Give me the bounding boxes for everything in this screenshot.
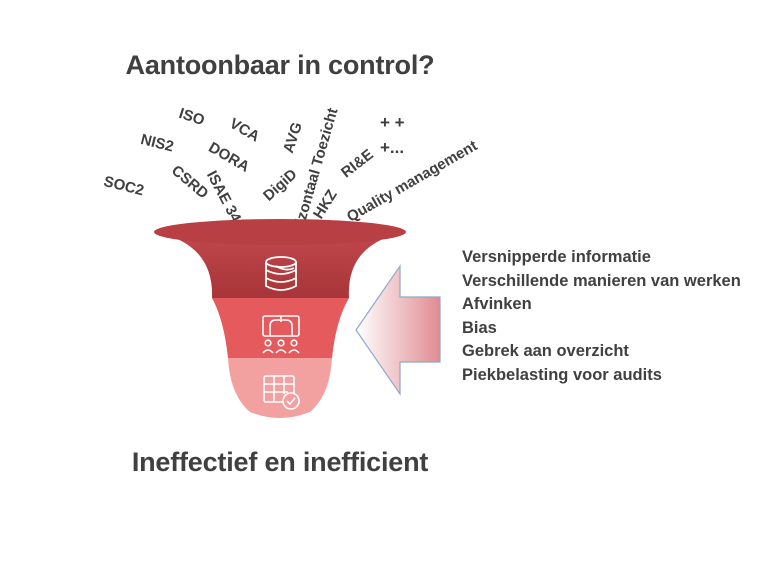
issue-item: Afvinken — [462, 295, 532, 313]
bottom-title: Ineffectief en inefficient — [131, 447, 429, 477]
database-icon — [265, 256, 297, 291]
issue-item: Piekbelasting voor audits — [462, 365, 662, 384]
issue-item: Versnipperde informatie — [462, 248, 651, 266]
framework-tag-plusplus: + + — [380, 113, 405, 132]
issue-item: Gebrek aan overzicht — [462, 342, 629, 360]
issues-list: Versnipperde informatie Verschillende ma… — [462, 246, 741, 387]
funnel-middle-section — [212, 298, 349, 358]
funnel-rim — [154, 219, 406, 245]
framework-tag-plusdots: +... — [380, 138, 405, 157]
issue-item: Verschillende manieren van werken — [462, 271, 741, 290]
network-people-icon — [262, 315, 300, 354]
issue-item: Bias — [462, 318, 497, 337]
funnel-bottom-section — [228, 358, 332, 418]
checklist-table-icon — [263, 375, 300, 410]
funnel-top-section — [155, 232, 405, 298]
page-title: Aantoonbaar in control? — [125, 50, 435, 80]
left-arrow — [355, 264, 441, 396]
